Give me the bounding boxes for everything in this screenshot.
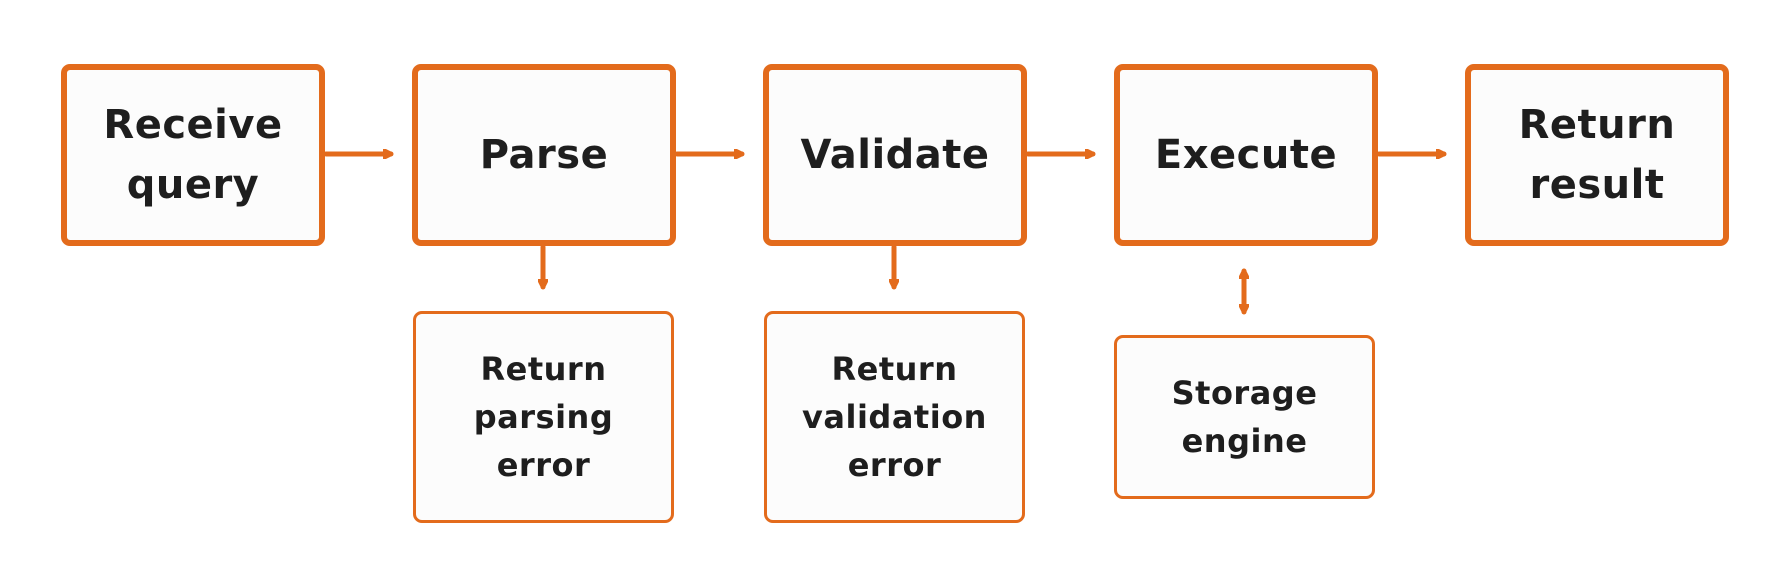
node-parse: Parse (412, 64, 676, 246)
node-return-validation-error: Return validation error (764, 311, 1025, 523)
node-validate: Validate (763, 64, 1027, 246)
node-execute: Execute (1114, 64, 1378, 246)
node-receive-query: Receive query (61, 64, 325, 246)
node-return-parsing-error: Return parsing error (413, 311, 674, 523)
node-storage-engine: Storage engine (1114, 335, 1375, 499)
node-return-result: Return result (1465, 64, 1729, 246)
